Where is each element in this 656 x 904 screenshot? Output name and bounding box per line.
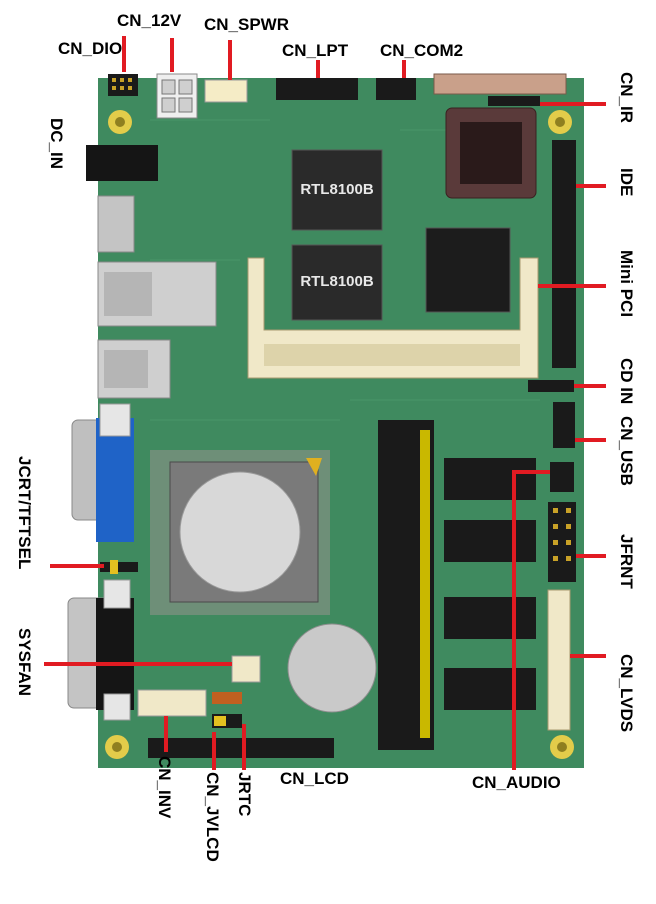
memory-chip-3 (444, 597, 536, 639)
rtl-chip-top-label: RTL8100B (300, 181, 374, 198)
cn-usb-connector (553, 402, 575, 448)
cn-com2-connector (376, 78, 416, 100)
label-cn-dio: CN_DIO (58, 39, 123, 58)
label-cn-jvlcd: CN_JVLCD (203, 772, 222, 862)
cn-inv-connector (137, 689, 207, 717)
label-cn-lvds: CN_LVDS (617, 654, 636, 733)
cpu-heatspreader (179, 471, 301, 593)
rtl-chip-top (291, 149, 383, 231)
label-sysfan: SYSFAN (15, 628, 34, 697)
cn-dio-connector (108, 74, 138, 96)
cn-audio-connector (550, 462, 574, 492)
label-cn-lpt: CN_LPT (282, 41, 349, 60)
cn-jvlcd-jumper (212, 692, 242, 704)
vga-port (96, 418, 134, 542)
chipset (425, 227, 511, 313)
label-cn-inv: CN_INV (155, 756, 174, 819)
sysfan-connector (231, 655, 261, 683)
cn-spwr-connector (204, 79, 248, 103)
label-mini-pci: Mini PCI (617, 250, 636, 318)
cn-lpt-connector (276, 78, 358, 100)
dc-in-jack (86, 145, 158, 181)
label-jrtc: JRTC (235, 772, 254, 817)
memory-chip-1 (444, 458, 536, 500)
label-cn-spwr: CN_SPWR (204, 15, 290, 34)
memory-chip-2 (444, 520, 536, 562)
label-cn-com2: CN_COM2 (380, 41, 464, 60)
cn-ir-connector (488, 96, 540, 106)
jfrnt-connector (548, 502, 576, 582)
label-jfrnt: JFRNT (617, 534, 636, 589)
label-cn-lcd: CN_LCD (280, 769, 349, 788)
cn-lvds-connector (547, 589, 571, 731)
label-cn-audio: CN_AUDIO (472, 773, 561, 792)
mounting-holes (105, 110, 574, 759)
ide-connector (552, 140, 576, 368)
pointer-lines (44, 36, 606, 770)
label-dc-in: DC_IN (47, 118, 66, 170)
rtl-chip-bottom (291, 244, 383, 321)
top-edge-connector (433, 73, 567, 95)
jcrt-jumper (100, 562, 138, 572)
label-cd-in: CD IN (617, 358, 636, 405)
rear-port-1 (97, 195, 135, 253)
label-cn-ir: CN_IR (617, 72, 636, 124)
label-cn-usb: CN_USB (617, 416, 636, 486)
rtc-battery (287, 623, 377, 713)
com-port (96, 598, 134, 710)
label-ide: IDE (617, 168, 636, 197)
cd-in-connector (528, 380, 574, 392)
cn-lcd-connector (148, 738, 334, 758)
memory-chip-4 (444, 668, 536, 710)
label-jcrt-tftsel: JCRT/TFTSEL (15, 456, 34, 570)
rtl-chip-bottom-label: RTL8100B (300, 273, 374, 290)
label-cn-12v: CN_12V (117, 11, 182, 30)
